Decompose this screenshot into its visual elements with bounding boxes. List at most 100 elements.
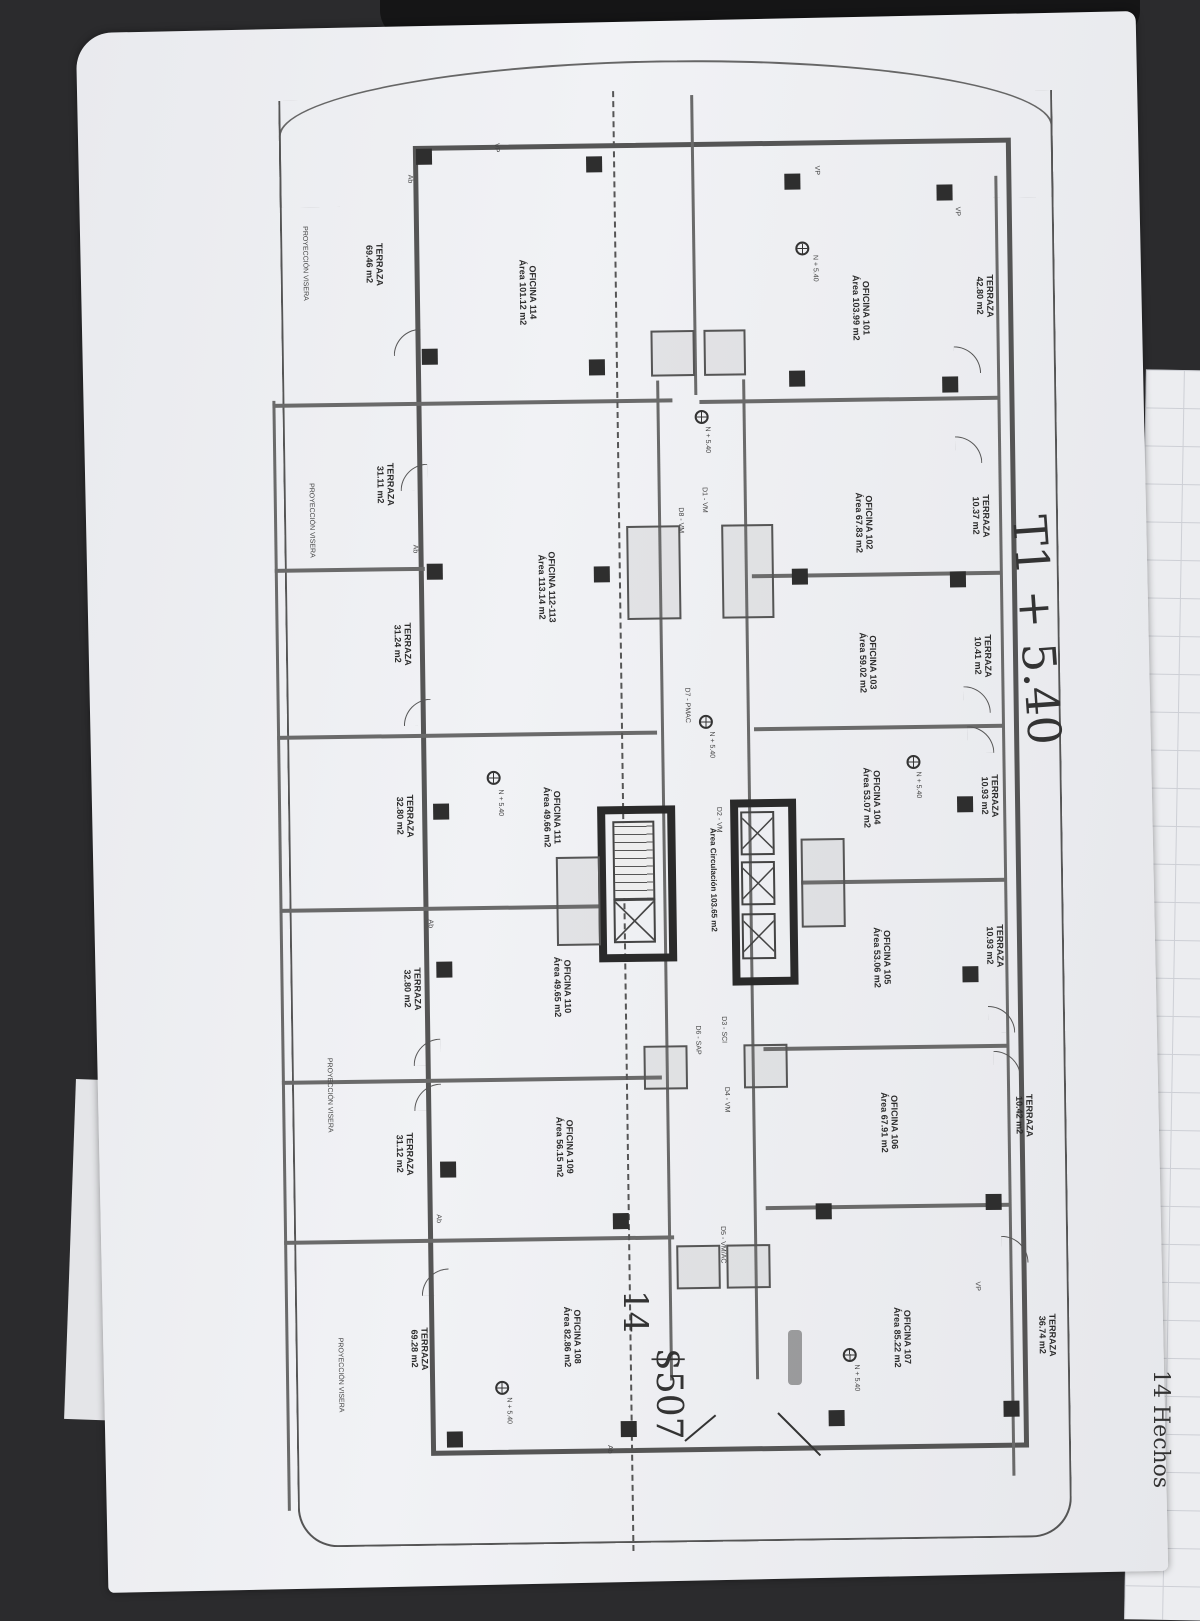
level-marker-label: N + 5.40: [496, 789, 505, 817]
restroom: [650, 330, 696, 377]
column: [588, 359, 606, 376]
column: [828, 1410, 845, 1427]
column: [949, 571, 967, 588]
column: [962, 966, 979, 983]
door-tag: D7 - PMAC: [683, 687, 691, 723]
level-marker-label: N + 5.40: [708, 731, 716, 759]
window-tag: VP: [813, 165, 821, 176]
column: [436, 961, 453, 978]
visor-projection-label: PROYECCIÓN VISERA: [300, 226, 309, 301]
level-marker-label: N + 5.40: [811, 254, 819, 282]
restroom: [626, 525, 682, 620]
column: [1003, 1400, 1020, 1417]
restroom: [676, 1244, 721, 1290]
window-tag: Ab: [411, 544, 419, 554]
circulation-area-label: Área Circulación 103.65 m2: [708, 827, 719, 932]
door-tag: D6 - SAP: [694, 1025, 702, 1055]
level-marker-label: N + 5.40: [852, 1364, 861, 1392]
door-tag: D8 - VM: [676, 507, 685, 534]
column: [446, 1431, 464, 1448]
column: [985, 1193, 1002, 1211]
window-tag: VP: [492, 143, 500, 153]
level-marker-icon: [486, 770, 501, 785]
restroom: [800, 837, 846, 928]
door-tag: D2 - VM: [715, 806, 723, 833]
column: [956, 796, 974, 813]
marker-blot: [788, 1330, 802, 1385]
column: [433, 803, 450, 820]
restroom: [555, 856, 602, 947]
restroom: [743, 1043, 789, 1089]
shaft: [613, 898, 656, 944]
window-tag: Ab: [406, 174, 414, 184]
column: [791, 568, 809, 585]
column: [789, 370, 806, 387]
window-tag: Ab: [605, 1444, 614, 1454]
column: [415, 148, 433, 165]
door-tag: D1 - VM: [700, 487, 708, 513]
level-marker-icon: [842, 1347, 857, 1363]
window-tag: VP: [953, 206, 961, 217]
column: [784, 173, 801, 190]
visor-projection-label: PROYECCIÓN VISERA: [307, 483, 316, 558]
door-tag: D3 - SCI: [720, 1016, 728, 1044]
column: [421, 348, 438, 365]
elevator: [741, 912, 777, 960]
window-tag: Ab: [426, 919, 434, 929]
visor-projection-label: PROYECCIÓN VISERA: [325, 1057, 334, 1133]
restroom: [721, 523, 775, 619]
level-marker-label: N + 5.40: [505, 1397, 513, 1425]
column: [942, 376, 959, 393]
column: [612, 1213, 629, 1230]
column: [586, 156, 603, 173]
level-marker-icon: [906, 754, 921, 770]
handwritten-margin-note: 14 Hechos: [1148, 1370, 1173, 1489]
restroom: [703, 329, 747, 376]
level-marker-icon: [495, 1380, 510, 1395]
window-tag: VP: [973, 1281, 981, 1291]
level-marker-icon: [694, 409, 709, 425]
column: [440, 1161, 457, 1178]
visor-projection-label: PROYECCIÓN VISERA: [336, 1337, 345, 1413]
level-marker-icon: [795, 241, 810, 256]
column: [426, 563, 443, 580]
handwritten-count: 14: [615, 1290, 655, 1334]
column: [936, 184, 953, 201]
column: [815, 1203, 832, 1220]
handwritten-price: $507: [648, 1348, 689, 1440]
door-tag: D5 - VM/AC: [718, 1226, 727, 1264]
column: [620, 1420, 637, 1438]
restroom: [726, 1244, 771, 1289]
restroom: [643, 1045, 689, 1090]
level-marker-label: N + 5.40: [914, 771, 922, 799]
column: [593, 566, 610, 583]
window-tag: Ab: [434, 1214, 442, 1224]
door-tag: D4 - VM: [723, 1086, 731, 1113]
level-marker-label: N + 5.40: [703, 426, 712, 454]
